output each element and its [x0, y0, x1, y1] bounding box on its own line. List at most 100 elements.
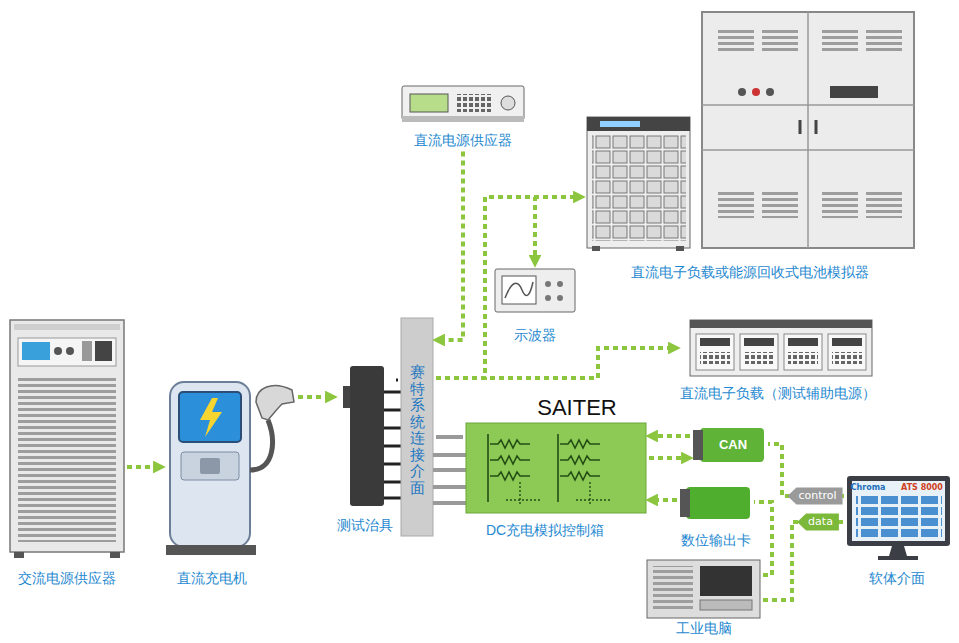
can-module: CAN [690, 425, 768, 465]
auxiliary-load [788, 352, 818, 364]
digital-output-card [680, 489, 690, 517]
oscilloscope [505, 282, 533, 298]
device-node: 直流充电机 [162, 379, 298, 589]
auxiliary-load [828, 334, 866, 370]
oscilloscope [545, 281, 551, 287]
auxiliary-load [784, 334, 822, 370]
battery-simulator-cabinet [738, 88, 746, 96]
dc-charger [181, 452, 239, 480]
ac-power-cabinet [110, 552, 120, 558]
charging-control-box [490, 440, 530, 448]
oscilloscope [545, 295, 551, 301]
battery-simulator-cabinet [762, 30, 798, 54]
device-node: 数位输出卡 [677, 484, 754, 551]
node-label: 直流电子负载或能源回收式电池模拟器 [631, 264, 869, 281]
charging-control-box [488, 434, 558, 502]
software-monitor [847, 476, 950, 546]
dashed-connector [436, 197, 535, 378]
electronic-load [676, 246, 684, 251]
battery-simulator-cabinet [752, 88, 760, 96]
auxiliary-load [690, 320, 872, 376]
battery-simulator-cabinet [718, 190, 754, 218]
battery-simulator-cabinet [866, 30, 902, 54]
charging-control-box [560, 440, 600, 448]
ac-power-cabinet [10, 320, 124, 552]
software-monitor [856, 496, 942, 538]
software-monitor [889, 546, 907, 556]
ac-power-cabinet [14, 324, 120, 330]
electronic-load [592, 135, 686, 241]
dc-charger [256, 386, 294, 420]
battery-simulator-cabinet [866, 190, 902, 218]
auxiliary-load [740, 334, 778, 370]
node-label: 直流电源供应器 [414, 132, 512, 149]
auxiliary-load [832, 352, 862, 364]
oscilloscope [495, 269, 575, 312]
auxiliary-load [696, 334, 734, 370]
node-label: 测试治具 [337, 517, 393, 534]
test-fixture [384, 392, 401, 498]
dc-power-supply [402, 86, 524, 122]
device-node: 工业电脑 [644, 557, 763, 639]
ac-power-cabinet [54, 347, 62, 355]
ac-power-cabinet [95, 341, 112, 361]
test-fixture [343, 366, 401, 506]
connection-bar [433, 455, 466, 503]
battery-simulator-cabinet [830, 86, 878, 98]
oscilloscope [495, 269, 575, 312]
dc-charger [250, 420, 272, 470]
edge-tag: control [787, 487, 842, 504]
software-monitor [878, 556, 918, 560]
ac-power-cabinet [82, 341, 92, 361]
battery-simulator-cabinet [702, 12, 914, 248]
dc-power-supply [402, 116, 524, 122]
auxiliary-load [690, 320, 872, 328]
connection-bar [401, 318, 466, 536]
charging-control-box [560, 456, 600, 464]
dashed-connector [763, 522, 844, 600]
node-label: CAN [719, 437, 747, 453]
dashed-connector [436, 348, 677, 378]
ac-power-cabinet [18, 376, 116, 542]
battery-simulator-cabinet [766, 88, 774, 96]
auxiliary-load [744, 352, 774, 364]
dashed-connector [754, 502, 772, 575]
electronic-load [587, 117, 690, 248]
node-label: 软体介面 [869, 570, 925, 587]
industrial-pc [647, 560, 760, 618]
ac-power-cabinet [10, 320, 124, 558]
software-monitor [847, 476, 950, 560]
node-label: 交流电源供应器 [18, 570, 116, 587]
dashed-connector [649, 498, 677, 502]
ac-power-cabinet [22, 342, 50, 360]
dashed-connector [298, 395, 334, 399]
dc-charger [200, 398, 222, 437]
digital-output-card [686, 487, 750, 519]
device-node: 测试治具 [334, 363, 396, 536]
wire-connector [396, 379, 398, 382]
dc-charger [166, 545, 256, 555]
dashed-connector [649, 434, 690, 438]
battery-simulator-cabinet [800, 120, 816, 134]
auxiliary-load [832, 338, 862, 346]
edge-tag: data [797, 513, 839, 530]
control-box: SAITERDC充电模拟控制箱 [463, 392, 649, 542]
auxiliary-load [788, 338, 818, 346]
oscilloscope [557, 295, 563, 301]
dashed-connector [436, 197, 582, 378]
node-label: SAITER [537, 395, 616, 421]
oscilloscope [502, 276, 536, 304]
dashed-connector [436, 151, 463, 340]
ac-power-cabinet [18, 338, 116, 366]
battery-simulator-cabinet [762, 190, 798, 218]
charging-control-box [466, 423, 646, 513]
dashed-connector [127, 465, 162, 469]
device-node: 示波器 [490, 264, 580, 346]
dc-charger [166, 382, 294, 555]
auxiliary-load [700, 338, 730, 346]
electronic-load [587, 117, 690, 131]
auxiliary-load [744, 338, 774, 346]
dc-power-supply [501, 96, 515, 110]
